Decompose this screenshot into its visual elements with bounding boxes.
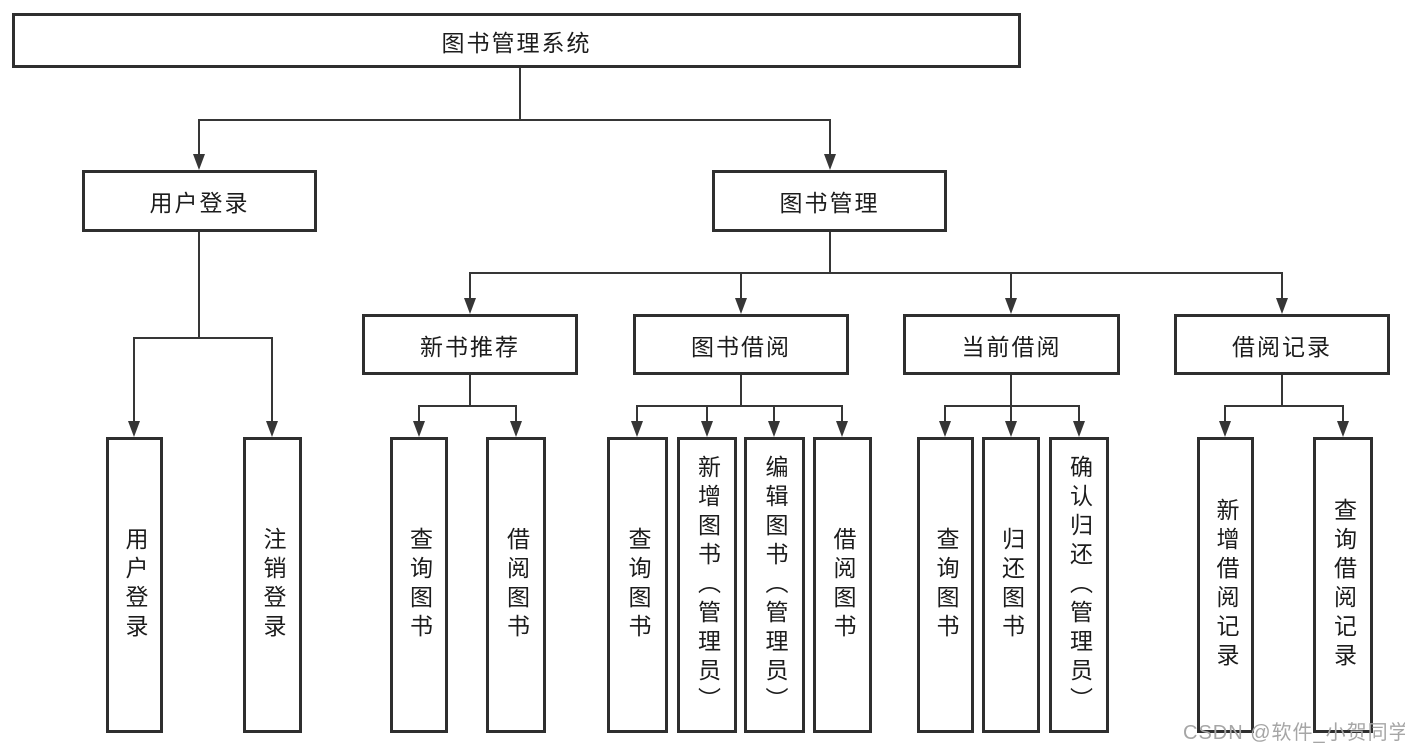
arrow-down-icon: [1005, 298, 1017, 314]
connector-line: [469, 272, 471, 300]
connector-line: [418, 405, 420, 423]
connector-line: [271, 337, 273, 423]
connector-line: [418, 405, 517, 407]
node-label: 借阅图书: [830, 527, 856, 643]
node-label: 图书借阅: [691, 333, 791, 360]
node-label: 当前借阅: [961, 333, 1062, 360]
arrow-down-icon: [631, 421, 643, 437]
connector-line: [1010, 405, 1012, 423]
connector-line: [841, 405, 843, 423]
node-label: 用户登录: [122, 527, 148, 643]
connector-line: [1224, 405, 1344, 407]
connector-line: [829, 232, 831, 274]
connector-line: [198, 119, 200, 158]
arrow-down-icon: [193, 154, 205, 170]
node-label: 新增图书（管理员）: [694, 454, 721, 716]
arrow-down-icon: [836, 421, 848, 437]
node-new-book-recommendation: 新书推荐: [362, 314, 578, 375]
node-current-borrowing: 当前借阅: [903, 314, 1120, 375]
node-label: 图书管理: [779, 190, 880, 216]
node-label: 借阅记录: [1232, 333, 1332, 360]
node-label: 借阅图书: [503, 527, 530, 643]
arrow-down-icon: [1337, 421, 1349, 437]
connector-line: [198, 119, 831, 121]
csdn-watermark: CSDN @软件_小贺同学: [1183, 722, 1405, 744]
leaf-user-login: 用户登录: [106, 437, 163, 733]
connector-line: [773, 405, 775, 423]
connector-line: [1342, 405, 1344, 423]
leaf-query-books-current: 查询图书: [917, 437, 974, 733]
leaf-logout: 注销登录: [243, 437, 302, 733]
leaf-add-books-admin: 新增图书（管理员）: [677, 437, 737, 733]
node-label: 查询图书: [406, 527, 433, 643]
connector-line: [133, 337, 135, 423]
connector-line: [1010, 375, 1012, 407]
node-label: 注销登录: [260, 527, 286, 643]
leaf-confirm-return-admin: 确认归还（管理员）: [1049, 437, 1109, 733]
connector-line: [944, 405, 946, 423]
arrow-down-icon: [1073, 421, 1085, 437]
connector-line: [133, 337, 273, 339]
connector-line: [1078, 405, 1080, 423]
connector-line: [740, 375, 742, 407]
arrow-down-icon: [128, 421, 140, 437]
node-book-management: 图书管理: [712, 170, 947, 232]
node-borrowing-records: 借阅记录: [1174, 314, 1390, 375]
node-book-borrowing: 图书借阅: [633, 314, 849, 375]
leaf-borrow-books-recommend: 借阅图书: [486, 437, 546, 733]
node-label: 查询借阅记录: [1330, 498, 1357, 672]
leaf-query-books-recommend: 查询图书: [390, 437, 448, 733]
connector-line: [706, 405, 708, 423]
connector-line: [1010, 272, 1012, 300]
connector-line: [469, 272, 1282, 274]
arrow-down-icon: [1005, 421, 1017, 437]
arrow-down-icon: [413, 421, 425, 437]
node-label: 新增借阅记录: [1213, 498, 1239, 672]
arrow-down-icon: [266, 421, 278, 437]
leaf-return-books: 归还图书: [982, 437, 1040, 733]
arrow-down-icon: [1219, 421, 1231, 437]
arrow-down-icon: [701, 421, 713, 437]
arrow-down-icon: [824, 154, 836, 170]
arrow-down-icon: [1276, 298, 1288, 314]
node-library-management-system: 图书管理系统: [12, 13, 1021, 68]
connector-line: [198, 232, 200, 339]
connector-line: [469, 375, 471, 407]
node-label: 编辑图书（管理员）: [762, 454, 788, 716]
node-label: 用户登录: [149, 190, 250, 216]
leaf-edit-books-admin: 编辑图书（管理员）: [744, 437, 805, 733]
connector-line: [1224, 405, 1226, 423]
leaf-borrow-books: 借阅图书: [813, 437, 872, 733]
node-label: 确认归还（管理员）: [1066, 454, 1093, 716]
arrow-down-icon: [464, 298, 476, 314]
node-label: 图书管理系统: [441, 29, 592, 56]
connector-line: [519, 68, 521, 121]
connector-line: [636, 405, 638, 423]
leaf-query-borrow-record: 查询借阅记录: [1313, 437, 1373, 733]
node-label: 新书推荐: [420, 333, 520, 360]
connector-line: [636, 405, 843, 407]
node-label: 查询图书: [625, 527, 651, 643]
connector-line: [829, 119, 831, 158]
connector-line: [1281, 375, 1283, 407]
node-label: 归还图书: [998, 527, 1025, 643]
arrow-down-icon: [939, 421, 951, 437]
node-user-login: 用户登录: [82, 170, 317, 232]
leaf-query-books-borrowing: 查询图书: [607, 437, 668, 733]
connector-line: [515, 405, 517, 423]
arrow-down-icon: [768, 421, 780, 437]
leaf-add-borrow-record: 新增借阅记录: [1197, 437, 1254, 733]
connector-line: [944, 405, 1080, 407]
connector-line: [740, 272, 742, 300]
arrow-down-icon: [735, 298, 747, 314]
node-label: 查询图书: [933, 527, 959, 643]
arrow-down-icon: [510, 421, 522, 437]
connector-line: [1281, 272, 1283, 300]
